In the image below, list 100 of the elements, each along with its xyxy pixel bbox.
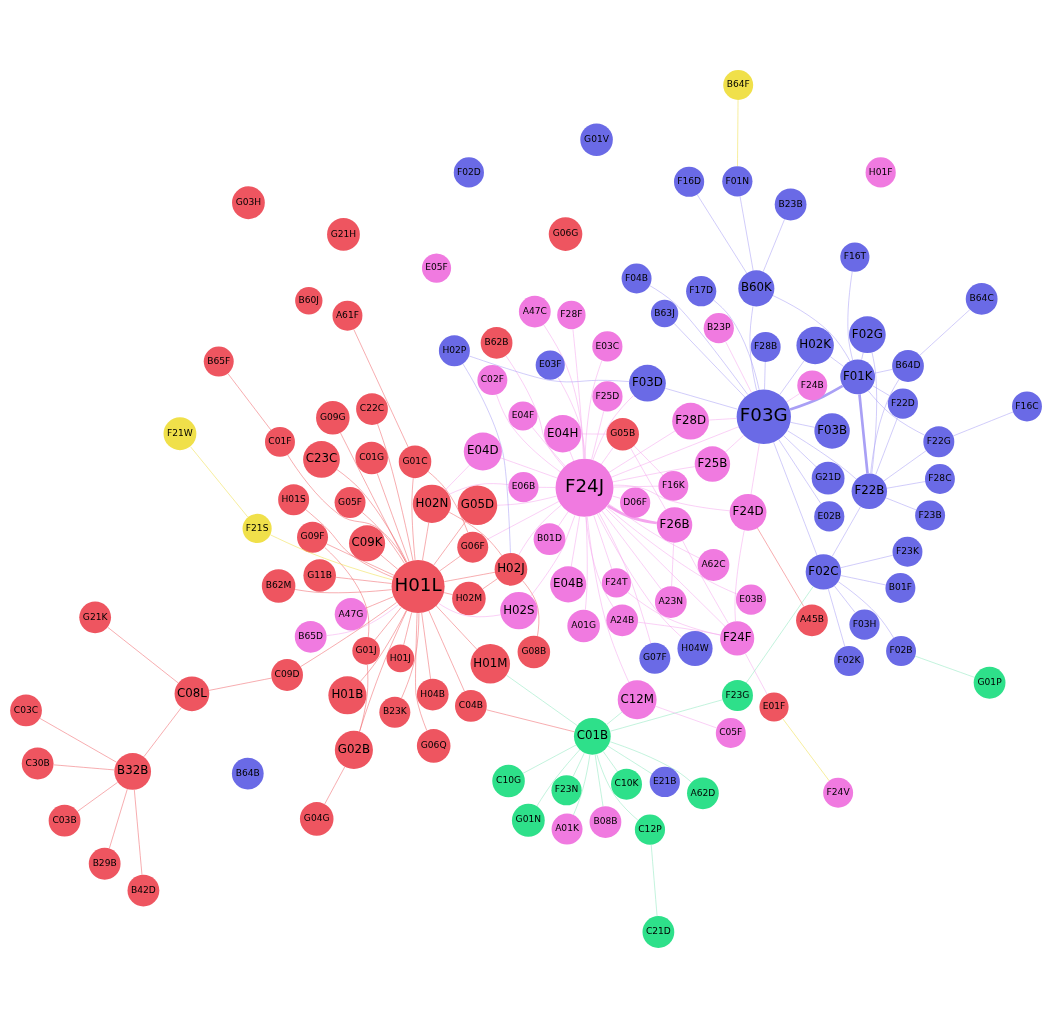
node-circle: G05B bbox=[606, 418, 639, 451]
connector bbox=[593, 515, 613, 570]
node-circle: F28B bbox=[750, 331, 781, 362]
node-circle: B23B bbox=[774, 188, 807, 221]
connector bbox=[607, 504, 658, 525]
node-circle: G01N bbox=[511, 803, 545, 837]
connector bbox=[496, 394, 561, 473]
node-circle: A01K bbox=[551, 813, 583, 845]
connector bbox=[762, 219, 785, 272]
node-circle: G06Q bbox=[416, 729, 451, 763]
connector bbox=[874, 369, 893, 374]
node-circle: F02B bbox=[886, 636, 917, 667]
connector bbox=[627, 591, 721, 636]
node-circle: A23N bbox=[654, 586, 687, 618]
node-circle: B65F bbox=[203, 346, 234, 377]
connector bbox=[326, 604, 399, 636]
connector bbox=[591, 411, 604, 460]
connector bbox=[783, 435, 817, 467]
node-circle: B23P bbox=[703, 313, 734, 344]
node-circle: G07F bbox=[639, 642, 671, 674]
node-circle: F24J bbox=[555, 458, 614, 517]
connector bbox=[500, 457, 558, 479]
node-circle: F16C bbox=[1012, 391, 1042, 422]
connector bbox=[609, 741, 692, 783]
connector bbox=[782, 718, 830, 782]
node-circle: F04B bbox=[621, 263, 652, 294]
node-circle: F01N bbox=[722, 166, 753, 197]
connector bbox=[633, 445, 664, 476]
connector bbox=[773, 441, 818, 556]
connector bbox=[359, 610, 408, 733]
connector bbox=[401, 612, 420, 699]
node-circle: B62B bbox=[480, 327, 513, 359]
node-circle: B08B bbox=[589, 806, 622, 838]
connector bbox=[611, 426, 739, 478]
connector bbox=[609, 699, 723, 732]
node-circle: G21D bbox=[811, 461, 845, 495]
node-circle: F25D bbox=[592, 381, 623, 412]
node-circle: G05F bbox=[334, 487, 366, 519]
node-circle: C21D bbox=[642, 916, 675, 948]
connector bbox=[380, 554, 398, 570]
node-circle: E04D bbox=[463, 432, 502, 471]
connector bbox=[570, 516, 580, 567]
node-circle: F23G bbox=[721, 680, 753, 712]
connector bbox=[305, 509, 394, 578]
connector bbox=[787, 430, 857, 480]
node-circle: C10G bbox=[492, 764, 525, 798]
connector bbox=[497, 495, 557, 506]
node-circle: F22B bbox=[851, 473, 888, 509]
connector bbox=[757, 527, 805, 607]
connector bbox=[786, 393, 800, 403]
node-circle: F03D bbox=[629, 364, 666, 402]
node-circle: F24V bbox=[823, 777, 854, 808]
connector bbox=[831, 506, 861, 557]
node-circle: F28F bbox=[557, 300, 586, 330]
connector bbox=[143, 707, 182, 757]
connector bbox=[585, 516, 614, 608]
connector bbox=[557, 377, 586, 460]
node-circle: B23K bbox=[379, 696, 411, 728]
node-circle: H04W bbox=[677, 630, 713, 667]
node-circle: G05D bbox=[457, 485, 498, 526]
connector bbox=[746, 586, 814, 684]
connector bbox=[840, 555, 894, 568]
node-circle: H01M bbox=[470, 643, 511, 684]
node-circle: C09D bbox=[271, 659, 303, 691]
connector bbox=[569, 450, 574, 462]
node-circle: B60J bbox=[295, 287, 323, 315]
connector bbox=[486, 501, 560, 540]
node-circle: F03G bbox=[736, 389, 791, 444]
connector bbox=[737, 99, 739, 167]
connector bbox=[438, 603, 501, 618]
node-circle: B63J bbox=[650, 299, 679, 328]
connector bbox=[772, 295, 851, 362]
connector bbox=[613, 485, 659, 488]
node-circle: F02K bbox=[834, 646, 864, 677]
node-circle: E03C bbox=[592, 331, 623, 362]
node-circle: E06B bbox=[508, 472, 539, 503]
connector bbox=[872, 385, 890, 397]
connector bbox=[486, 709, 575, 733]
node-circle: E02B bbox=[814, 501, 845, 532]
connector bbox=[828, 588, 846, 647]
node-circle: F02C bbox=[805, 554, 842, 590]
connector bbox=[324, 766, 346, 805]
connector bbox=[919, 309, 971, 356]
connector bbox=[585, 516, 588, 610]
node-circle: F16K bbox=[658, 470, 689, 501]
node-circle: G01C bbox=[398, 445, 432, 479]
connector bbox=[376, 473, 410, 562]
connector bbox=[725, 435, 744, 453]
connector bbox=[335, 577, 392, 584]
connector bbox=[607, 745, 653, 775]
node-circle: G08B bbox=[517, 635, 551, 669]
connector bbox=[522, 580, 540, 637]
node-circle: F28C bbox=[924, 464, 955, 494]
connector bbox=[858, 394, 869, 474]
node-circle: E21B bbox=[649, 766, 680, 798]
node-circle: A01G bbox=[567, 609, 600, 643]
node-circle: G01P bbox=[973, 666, 1006, 699]
connector bbox=[134, 789, 143, 876]
connector bbox=[613, 484, 730, 512]
node-circle: B32B bbox=[114, 753, 152, 790]
